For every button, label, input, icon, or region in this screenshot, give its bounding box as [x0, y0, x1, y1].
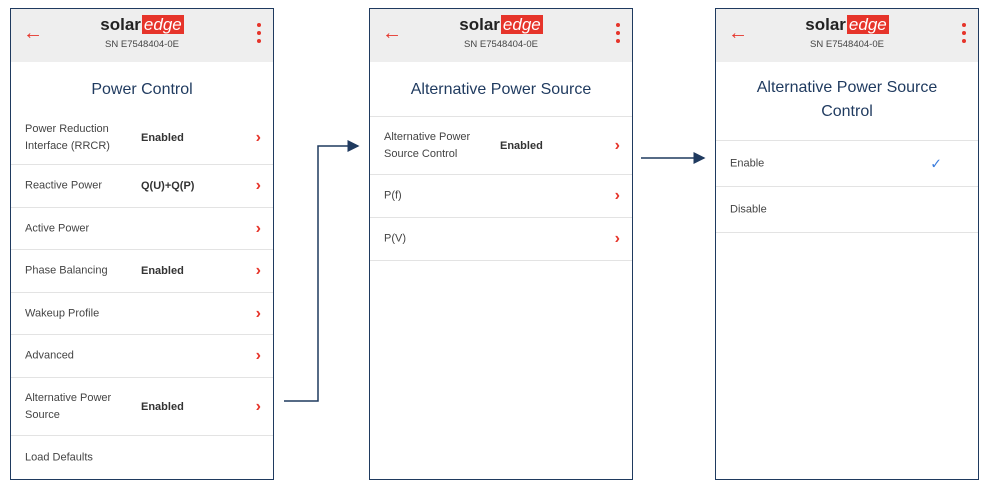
list-item-advanced[interactable]: Advanced › [11, 335, 273, 378]
list-item-wakeup-profile[interactable]: Wakeup Profile › [11, 293, 273, 335]
row-value: Q(U)+Q(P) [141, 180, 195, 192]
kebab-menu-icon[interactable] [257, 23, 261, 43]
chevron-right-icon: › [255, 347, 261, 364]
row-value: Enabled [141, 265, 184, 277]
row-label: P(f) [384, 189, 402, 202]
chevron-right-icon: › [614, 230, 620, 247]
chevron-right-icon: › [255, 304, 261, 322]
list-item-active-power[interactable]: Active Power › [11, 208, 273, 250]
list-item-reactive-power[interactable]: Reactive Power Q(U)+Q(P) › [11, 165, 273, 208]
row-label: Reactive Power [25, 179, 103, 192]
chevron-right-icon: › [255, 177, 261, 194]
row-label: Advanced [25, 349, 74, 362]
settings-list: Power Reduction Interface (RRCR) Enabled… [11, 111, 273, 479]
options-list: Enable ✓ Disable [716, 140, 978, 233]
list-item-pf[interactable]: P(f) › [370, 175, 632, 218]
settings-list: Alternative Power Source Control Enabled… [370, 116, 632, 261]
kebab-menu-icon[interactable] [962, 23, 966, 43]
list-item-alternative-power-source-control[interactable]: Alternative Power Source Control Enabled… [370, 117, 632, 175]
option-label: Enable [730, 157, 765, 169]
row-label: Alternative Power Source [25, 391, 112, 421]
list-item-alternative-power-source[interactable]: Alternative Power Source Enabled › [11, 378, 273, 436]
serial-number: SN E7548404-0E [810, 39, 884, 50]
chevron-right-icon: › [255, 219, 261, 237]
row-label: Phase Balancing [25, 264, 108, 277]
list-item-phase-balancing[interactable]: Phase Balancing Enabled › [11, 250, 273, 293]
page-title: Power Control [91, 81, 193, 98]
row-value: Enabled [141, 400, 184, 413]
back-arrow-icon[interactable]: ← [382, 22, 402, 44]
flow-arrow-1 [284, 140, 360, 402]
chevron-right-icon: › [614, 187, 620, 204]
chevron-right-icon: › [255, 262, 261, 279]
option-disable[interactable]: Disable [716, 187, 978, 233]
back-arrow-icon[interactable]: ← [728, 22, 748, 44]
row-value: Enabled [500, 139, 543, 152]
chevron-right-icon: › [255, 397, 261, 415]
option-label: Disable [730, 203, 767, 215]
back-arrow-icon[interactable]: ← [23, 22, 43, 44]
serial-number: SN E7548404-0E [105, 39, 179, 50]
list-item-pv[interactable]: P(V) › [370, 218, 632, 261]
page-title: Alternative Power Source [410, 81, 592, 98]
row-label: Wakeup Profile [25, 307, 100, 319]
option-enable[interactable]: Enable ✓ [716, 141, 978, 187]
page-title: Alternative Power Source Control [756, 79, 938, 120]
serial-number: SN E7548404-0E [464, 39, 538, 50]
row-value: Enabled [141, 131, 184, 144]
chevron-right-icon: › [614, 136, 620, 154]
list-item-power-reduction[interactable]: Power Reduction Interface (RRCR) Enabled… [11, 111, 273, 165]
row-label: Load Defaults [25, 451, 93, 464]
kebab-menu-icon[interactable] [616, 23, 620, 43]
row-label: Alternative Power Source Control [384, 130, 471, 160]
chevron-right-icon: › [255, 128, 261, 146]
row-label: Power Reduction Interface (RRCR) [25, 122, 110, 152]
checkmark-icon: ✓ [930, 155, 942, 171]
row-label: Active Power [25, 222, 90, 234]
row-label: P(V) [384, 232, 406, 245]
list-item-load-defaults[interactable]: Load Defaults [11, 436, 273, 479]
